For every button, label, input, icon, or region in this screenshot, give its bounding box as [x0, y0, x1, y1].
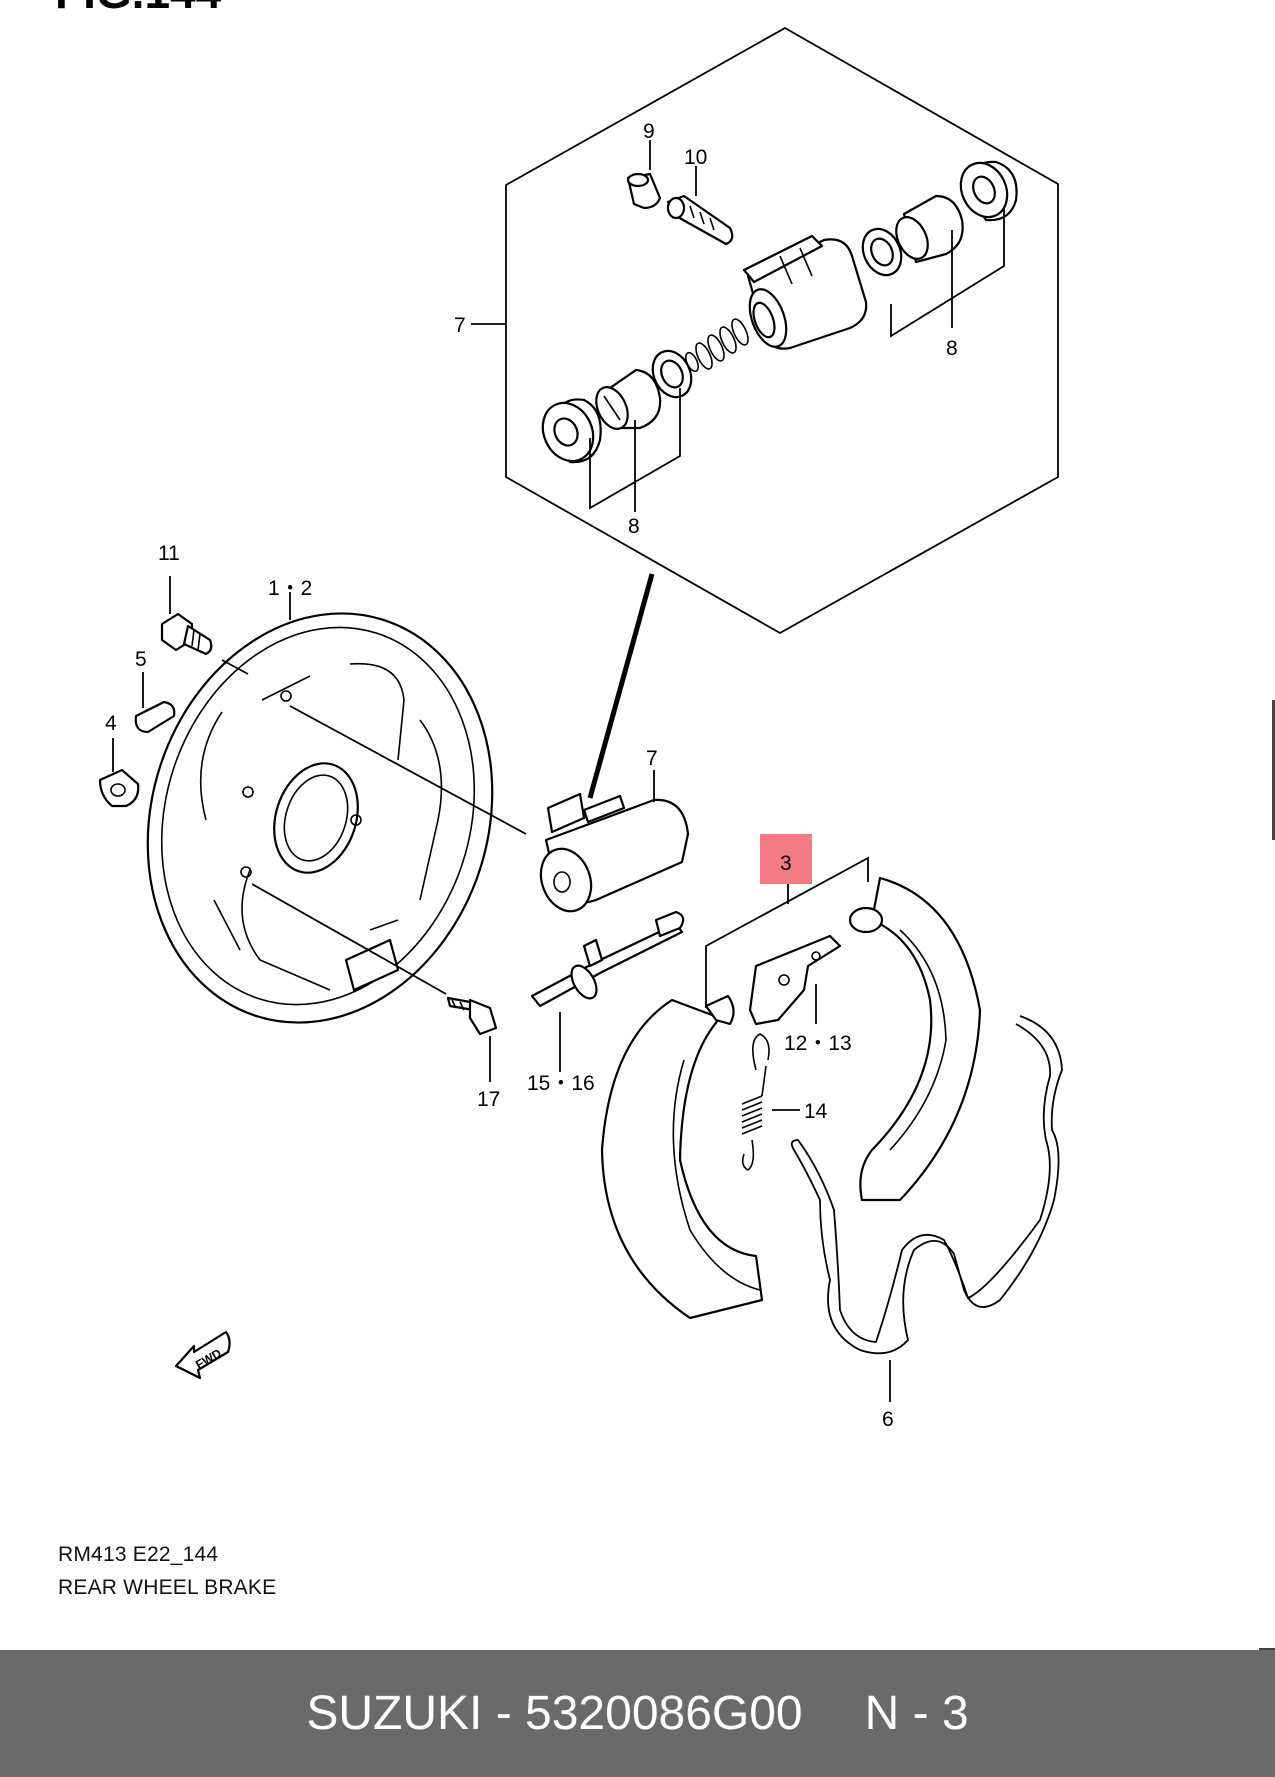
brake-shoe-right: [848, 876, 982, 1202]
label-14: 14: [804, 1100, 828, 1123]
label-12-13: 12・13: [784, 1032, 852, 1055]
bleeder-screw: [666, 194, 734, 246]
footer-bar: SUZUKI - 5320086G00 N - 3: [0, 1650, 1275, 1777]
dust-boot-right: [959, 160, 1018, 222]
brake-shoe-left: [600, 994, 764, 1320]
label-8-bottom: 8: [628, 515, 640, 538]
piston-right: [895, 194, 964, 264]
bolt-11: [160, 612, 213, 656]
bolt-17: [446, 996, 498, 1036]
adjuster-15-16: [530, 910, 685, 1008]
wheel-cylinder-detail-box: [471, 26, 1059, 635]
piston-left: [595, 368, 662, 430]
label-11: 11: [158, 542, 180, 565]
box-pointer-line: [587, 573, 655, 799]
footer-quantity: N - 3: [864, 1687, 969, 1740]
wheel-cylinder-assembled: [539, 792, 690, 913]
footer-part-number: SUZUKI - 5320086G00: [306, 1687, 803, 1740]
label-1-2: 1・2: [268, 577, 312, 600]
page-edge-mark: [1259, 1648, 1275, 1650]
page-edge-mark: [1272, 700, 1275, 840]
parking-lever-12-13: [748, 934, 842, 1026]
parts-diagram: FIG.144: [55, 0, 1063, 1431]
plug-4: [98, 768, 140, 808]
part-3-highlight: [760, 834, 812, 884]
figure-title: REAR WHEEL BRAKE: [58, 1576, 277, 1599]
backing-plate: [146, 612, 494, 1024]
label-10: 10: [684, 146, 707, 169]
label-4: 4: [105, 712, 117, 735]
plug-5: [134, 700, 176, 734]
forward-arrow-icon: FWD: [174, 1330, 231, 1380]
label-3: 3: [780, 852, 792, 875]
figure-code: RM413 E22_144: [58, 1543, 219, 1566]
label-6: 6: [882, 1408, 894, 1431]
piston-cup-right: [861, 227, 903, 277]
figure-header: FIG.144: [55, 0, 222, 18]
bleeder-cap: [626, 172, 662, 210]
shoe-spring-14: [741, 1033, 770, 1171]
label-5: 5: [135, 648, 147, 671]
label-9: 9: [643, 120, 655, 143]
label-7-top: 7: [454, 314, 466, 337]
label-17: 17: [477, 1088, 500, 1111]
label-7: 7: [646, 747, 658, 770]
return-spring: [685, 318, 749, 373]
label-8-right: 8: [946, 337, 958, 360]
wheel-cylinder-body-exploded: [742, 234, 868, 350]
label-15-16: 15・16: [527, 1072, 595, 1095]
dust-boot-left: [541, 398, 602, 464]
retaining-wire-6: [790, 1015, 1063, 1355]
